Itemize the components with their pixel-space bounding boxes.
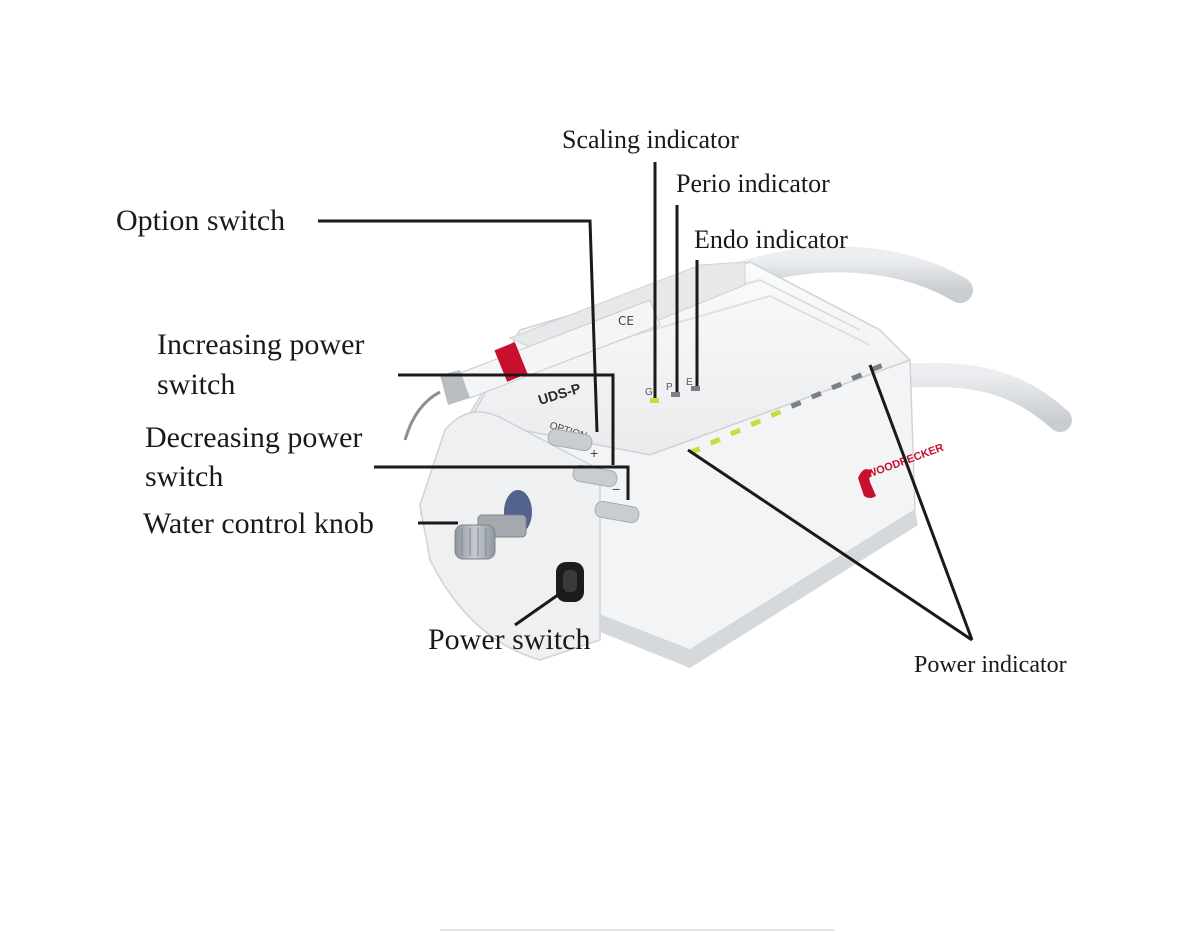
option-switch-leader	[318, 219, 599, 433]
power-led	[810, 391, 822, 400]
device-ce-mark: CE	[618, 314, 634, 328]
minus-symbol: −	[612, 481, 620, 497]
power-switch-label: Power switch	[428, 623, 590, 656]
mode-letter-e: E	[686, 377, 693, 388]
option-button[interactable]	[547, 428, 593, 452]
water-control-knob[interactable]	[454, 490, 532, 560]
power-indicator-leader-1	[687, 448, 973, 642]
power-led	[750, 418, 762, 427]
option-switch-label: Option switch	[116, 204, 285, 237]
decreasing-power-leader	[374, 465, 630, 500]
power-led	[729, 427, 741, 437]
power-switch-leader	[514, 588, 566, 627]
increasing-power-leader	[398, 373, 615, 465]
power-led	[709, 437, 721, 446]
callout-labels: Scaling indicator Perio indicator Endo i…	[116, 125, 1067, 678]
handpiece-red-ring	[494, 342, 528, 382]
power-led	[770, 409, 782, 418]
mode-indicators: G P E	[645, 377, 700, 403]
increasing-power-switch-label-line1: Increasing power	[157, 328, 364, 361]
ultrasonic-scaler-device: CE UDS-P OPTION + − G P E WOODPECKER	[403, 246, 1072, 668]
handpiece-cable-upper	[727, 246, 973, 303]
decreasing-power-switch-label-line2: switch	[145, 460, 223, 493]
perio-led	[671, 392, 680, 397]
decreasing-power-switch-label-line1: Decreasing power	[145, 421, 362, 454]
endo-indicator-label: Endo indicator	[694, 225, 848, 254]
power-indicator-label: Power indicator	[914, 652, 1067, 678]
increasing-power-switch-label-line2: switch	[157, 368, 235, 401]
endo-led	[691, 386, 700, 391]
top-ridge	[599, 294, 871, 346]
mode-letter-p: P	[666, 382, 673, 393]
power-led	[851, 372, 863, 381]
decrease-power-button[interactable]	[594, 500, 640, 524]
plus-symbol: +	[590, 445, 598, 461]
power-led	[790, 400, 802, 409]
leader-lines	[318, 162, 974, 642]
power-led	[871, 363, 883, 372]
scaling-led	[650, 398, 659, 403]
power-indicator-leds	[689, 363, 883, 455]
water-control-knob-label: Water control knob	[143, 507, 374, 540]
power-indicator-leader-2	[868, 364, 974, 641]
perio-indicator-label: Perio indicator	[676, 169, 830, 198]
power-led	[831, 381, 843, 391]
woodpecker-logo-icon	[858, 469, 876, 498]
power-switch[interactable]	[556, 562, 584, 602]
mode-letter-g: G	[645, 387, 653, 398]
scaling-indicator-label: Scaling indicator	[562, 125, 739, 154]
